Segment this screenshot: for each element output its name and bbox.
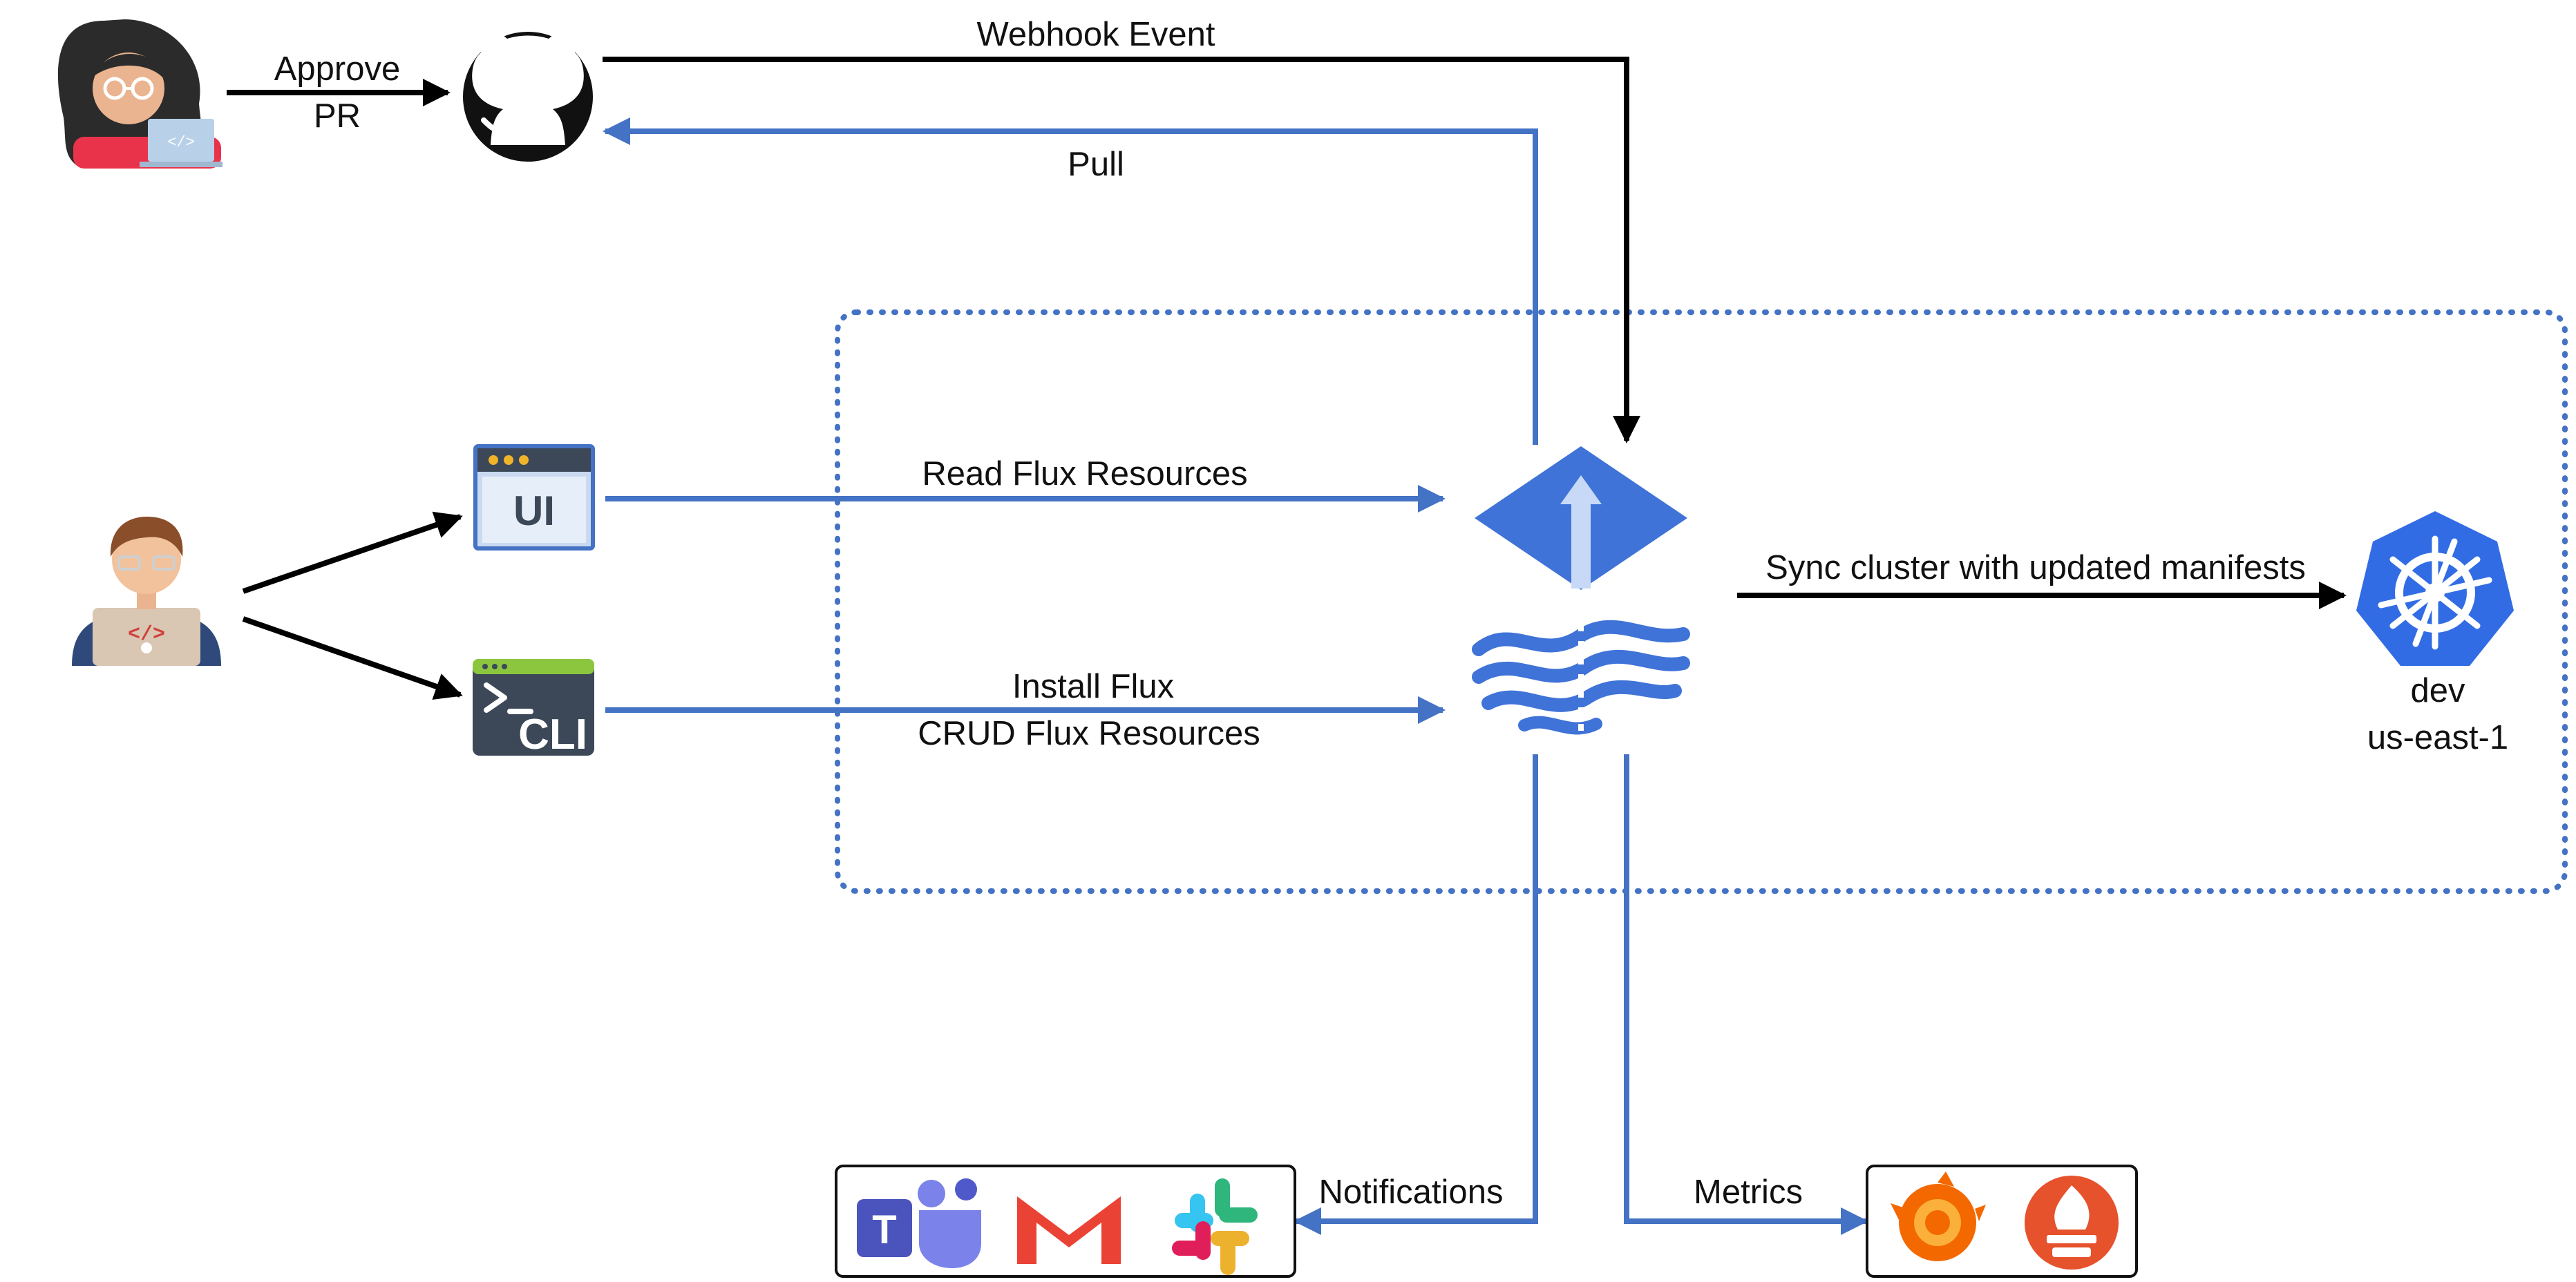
- ui-browser-icon: [473, 444, 595, 551]
- cli-terminal-icon: [473, 659, 594, 756]
- microsoft-teams-icon: [857, 1178, 981, 1268]
- ui-icon-text: UI: [513, 488, 555, 534]
- cluster-boundary: [835, 309, 2568, 894]
- metrics-label: Metrics: [1694, 1174, 1803, 1211]
- cluster-env-label: dev: [2410, 672, 2465, 709]
- grafana-icon: [1891, 1171, 1986, 1261]
- teams-letter: T: [872, 1207, 896, 1252]
- notifications-label: Notifications: [1318, 1174, 1504, 1211]
- kubernetes-helm-icon: [2356, 511, 2514, 666]
- pull-arrow: [603, 117, 1538, 445]
- dev-to-ui-arrow: [242, 511, 463, 594]
- gmail-icon: [1017, 1188, 1121, 1264]
- read-flux-resources-label: Read Flux Resources: [922, 455, 1248, 492]
- cluster-region-label: us-east-1: [2367, 719, 2509, 756]
- svg-text:</>: </>: [167, 134, 195, 151]
- approve-pr-label-line2: PR: [313, 97, 361, 135]
- flux-logo-icon: [1472, 446, 1690, 739]
- prometheus-icon: [2025, 1176, 2119, 1270]
- cli-icon-text: CLI: [518, 711, 587, 758]
- sync-cluster-label: Sync cluster with updated manifests: [1765, 549, 2306, 586]
- crud-flux-resources-label: CRUD Flux Resources: [918, 715, 1260, 752]
- approve-pr-label-line1: Approve: [274, 50, 401, 88]
- slack-icon: [1172, 1178, 1258, 1275]
- notifications-arrow: [1294, 754, 1538, 1235]
- dev-to-cli-arrow: [242, 616, 463, 700]
- pull-label: Pull: [1068, 146, 1124, 183]
- webhook-event-label: Webhook Event: [976, 16, 1215, 53]
- developer-man-avatar: </>: [72, 517, 221, 666]
- metrics-arrow: [1624, 754, 1868, 1235]
- webhook-event-arrow: [603, 57, 1640, 443]
- github-icon: [463, 28, 593, 162]
- reviewer-woman-avatar: </>: [57, 19, 222, 169]
- install-flux-label: Install Flux: [1012, 668, 1175, 705]
